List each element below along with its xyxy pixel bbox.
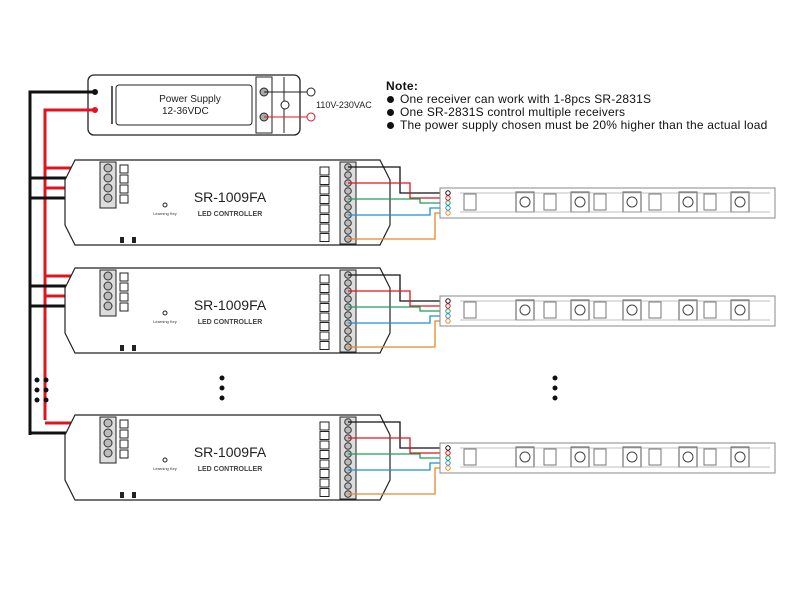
- resistor: [703, 448, 717, 466]
- note-item: One receiver can work with 1-8pcs SR-283…: [386, 93, 768, 106]
- output-wire: [348, 198, 445, 204]
- indicator-led: [120, 345, 124, 351]
- note-item: The power supply chosen must be 20% high…: [386, 119, 768, 132]
- note-item: One SR-2831S control multiple receivers: [386, 106, 768, 119]
- resistor: [648, 301, 662, 319]
- power-supply: Power Supply 12-36VDC 110V-230VAC: [87, 74, 372, 136]
- indicator-led: [132, 345, 136, 351]
- output-wire: [348, 462, 445, 471]
- resistor: [543, 301, 557, 319]
- output-wire: [348, 182, 445, 199]
- indicator-led: [120, 492, 124, 498]
- led-strip: [439, 295, 776, 327]
- output-wire: [348, 166, 445, 194]
- resistor: [648, 448, 662, 466]
- controller-model: SR-1009FA: [194, 189, 267, 205]
- power-supply-label: Power Supply: [159, 94, 221, 105]
- continuation-dots: [34, 375, 558, 403]
- controller-model: SR-1009FA: [194, 297, 267, 313]
- output-wire: [348, 453, 445, 459]
- controller-model: SR-1009FA: [194, 444, 267, 460]
- controller-subtitle: LED CONTROLLER: [198, 211, 263, 218]
- resistor: [593, 193, 607, 211]
- power-supply-voltage: 12-36VDC: [162, 106, 209, 117]
- controller-row: Learning Key SR-1009FA LED CONTROLLER: [30, 267, 776, 354]
- output-wire: [348, 421, 445, 449]
- controller-row: Learning Key SR-1009FA LED CONTROLLER: [30, 414, 776, 501]
- resistor: [703, 193, 717, 211]
- resistor: [543, 448, 557, 466]
- output-wire: [348, 207, 445, 216]
- learning-key-button: [162, 202, 168, 208]
- resistor: [648, 193, 662, 211]
- bus-wire-negative: [28, 90, 95, 435]
- resistor: [463, 301, 477, 319]
- controller-row: Learning Key SR-1009FA LED CONTROLLER: [30, 159, 776, 246]
- resistor: [593, 448, 607, 466]
- resistor: [593, 301, 607, 319]
- resistor: [703, 301, 717, 319]
- output-wire: [348, 274, 445, 302]
- output-wire: [348, 315, 445, 324]
- resistor: [543, 193, 557, 211]
- indicator-led: [120, 237, 124, 243]
- learning-key-label: Learning Key: [153, 319, 177, 324]
- led-strip: [439, 187, 776, 219]
- controller-subtitle: LED CONTROLLER: [198, 319, 263, 326]
- note-title: Note:: [386, 79, 419, 93]
- learning-key-label: Learning Key: [153, 211, 177, 216]
- ac-live-terminal: [306, 112, 316, 122]
- resistor: [463, 448, 477, 466]
- bus-wire-positive: [43, 108, 95, 420]
- output-wire: [348, 306, 445, 312]
- controller-subtitle: LED CONTROLLER: [198, 466, 263, 473]
- output-wire: [348, 437, 445, 454]
- learning-key-label: Learning Key: [153, 466, 177, 471]
- resistor: [463, 193, 477, 211]
- note-panel: Note: One receiver can work with 1-8pcs …: [386, 80, 768, 132]
- learning-key-button: [162, 457, 168, 463]
- output-wire: [348, 290, 445, 307]
- ac-neutral-terminal: [306, 87, 316, 97]
- learning-key-button: [162, 310, 168, 316]
- led-strip: [439, 442, 776, 474]
- indicator-led: [132, 237, 136, 243]
- ac-input-label: 110V-230VAC: [316, 100, 372, 110]
- indicator-led: [132, 492, 136, 498]
